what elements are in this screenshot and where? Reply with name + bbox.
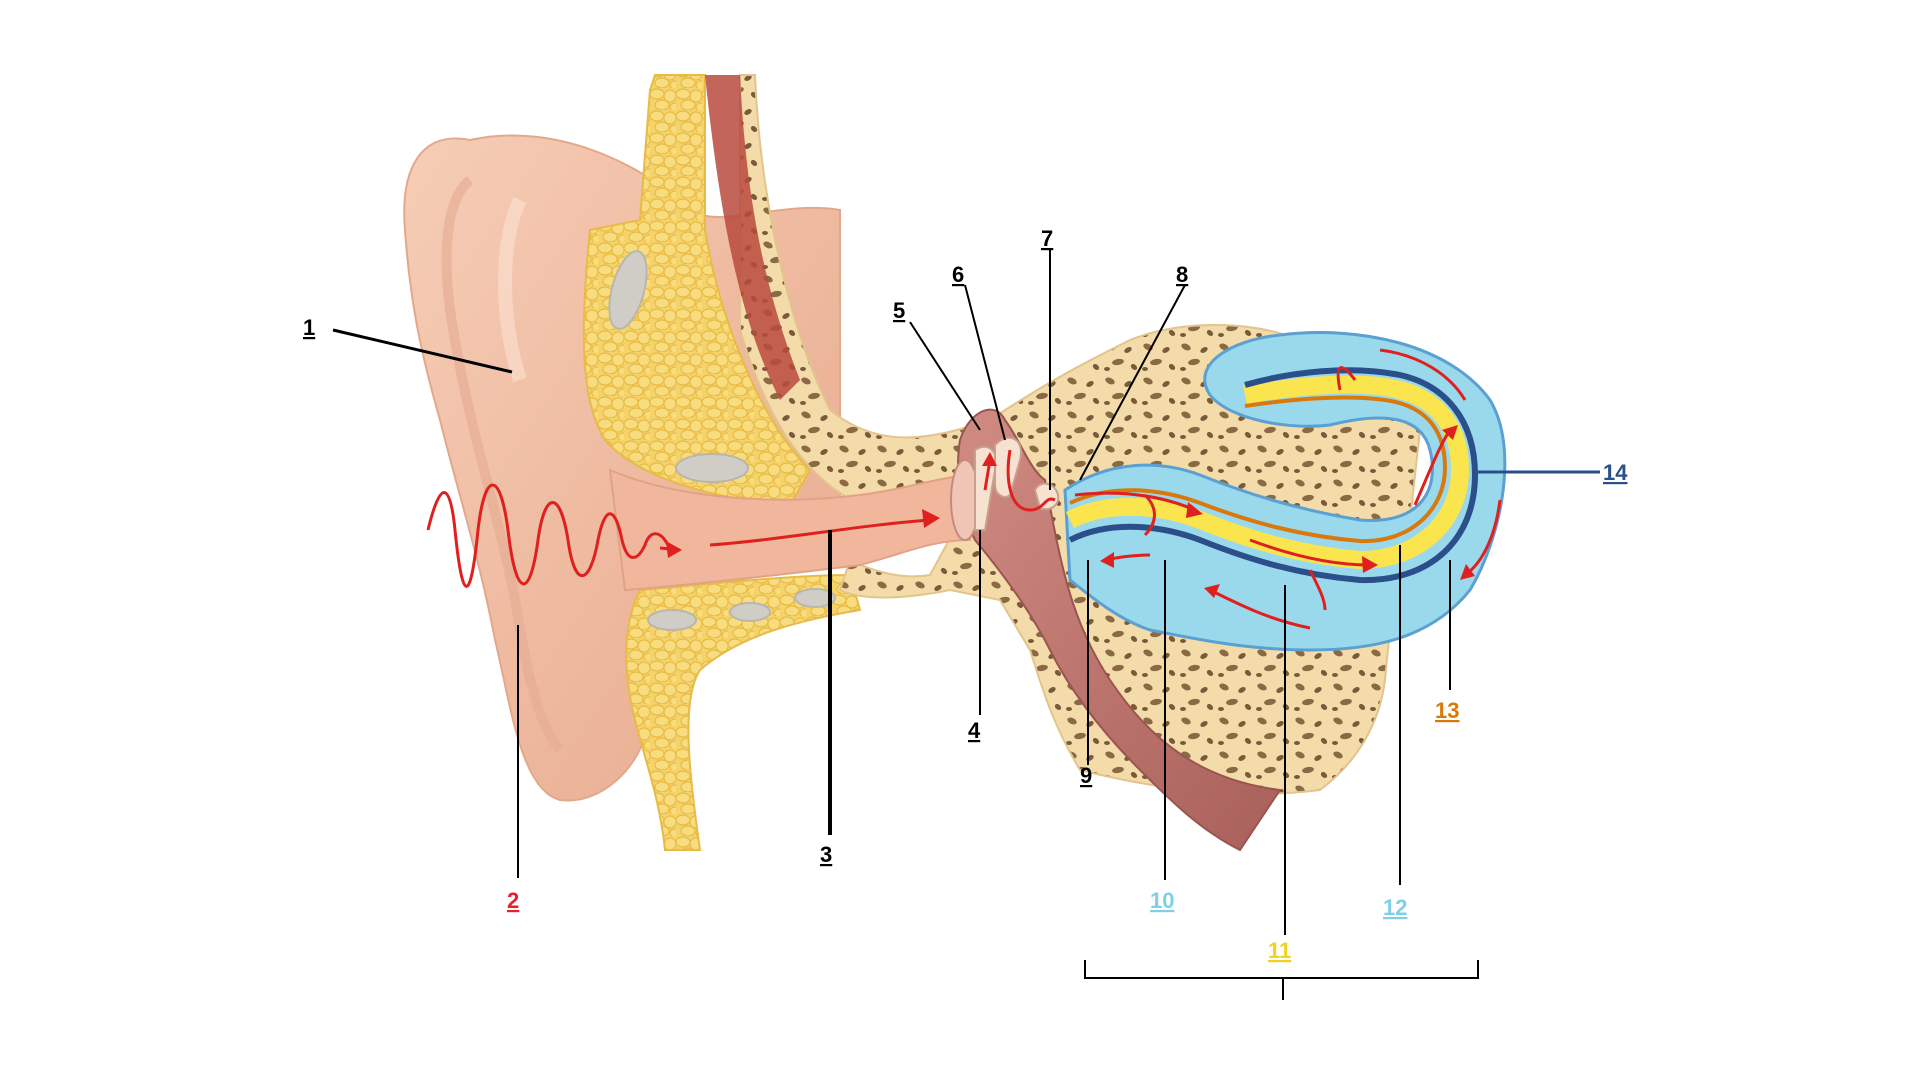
arrow-wave-head bbox=[666, 541, 682, 558]
label-4: 4 bbox=[968, 718, 981, 743]
arrow-cochlea-5-head bbox=[1442, 425, 1458, 440]
basilar-membrane bbox=[1068, 367, 1479, 584]
arrow-cochlea-8-head bbox=[1460, 564, 1475, 580]
label-13: 13 bbox=[1435, 698, 1459, 723]
arrow-cochlea-2-head bbox=[1362, 556, 1378, 573]
pinna-highlight bbox=[498, 196, 527, 383]
arrow-canal bbox=[709, 518, 931, 547]
cochlea-outer bbox=[1063, 331, 1507, 652]
label-3: 3 bbox=[820, 842, 832, 867]
cartilage-3 bbox=[647, 609, 697, 631]
arrow-cochlea-1 bbox=[1074, 491, 1196, 512]
fat-lower bbox=[625, 573, 862, 851]
cartilage-5 bbox=[794, 588, 836, 608]
label-12: 12 bbox=[1383, 895, 1407, 920]
label-10: 10 bbox=[1150, 888, 1174, 913]
label-7: 7 bbox=[1041, 226, 1053, 251]
arrow-cochlea-2 bbox=[1249, 538, 1371, 567]
sound-wave bbox=[426, 483, 670, 588]
leader-5 bbox=[909, 321, 981, 431]
leader-1 bbox=[332, 328, 513, 374]
label-2: 2 bbox=[507, 888, 519, 913]
arrow-canal-head bbox=[922, 509, 940, 528]
leader-8 bbox=[1079, 284, 1186, 481]
label-9: 9 bbox=[1080, 763, 1092, 788]
arrow-ossicle-up-head bbox=[982, 452, 997, 466]
arrow-ossicle-loop bbox=[1006, 449, 1056, 512]
arrow-cochlea-back-head bbox=[1100, 552, 1114, 568]
outer-ear bbox=[403, 134, 841, 802]
bone-top-strip bbox=[705, 75, 800, 400]
label-6: 6 bbox=[952, 262, 964, 287]
stapes bbox=[1033, 482, 1060, 511]
bracket-line bbox=[1084, 960, 1479, 979]
leader-6 bbox=[964, 284, 1006, 441]
label-1: 1 bbox=[303, 315, 315, 340]
sound-wave-arrows bbox=[426, 348, 1502, 630]
label-14: 14 bbox=[1603, 460, 1628, 485]
arrow-cochlea-down bbox=[1143, 493, 1156, 537]
cochlea-bracket bbox=[1084, 960, 1479, 1000]
pinna-fold bbox=[441, 176, 564, 754]
fat-upper bbox=[582, 74, 812, 507]
arrow-cochlea-4 bbox=[1209, 588, 1311, 630]
cartilage-4 bbox=[729, 602, 771, 622]
cartilage-2 bbox=[675, 453, 749, 483]
arrow-cochlea-1-head bbox=[1186, 502, 1203, 518]
tympanic-cavity bbox=[957, 408, 1282, 852]
arrow-cochlea-3 bbox=[1308, 569, 1327, 611]
pinna bbox=[403, 134, 841, 802]
arrow-cochlea-4-head bbox=[1204, 584, 1220, 598]
cartilage-1 bbox=[608, 250, 648, 330]
arrow-cochlea-6 bbox=[1379, 348, 1467, 401]
leader-lines bbox=[332, 250, 1600, 935]
temporal-bone bbox=[705, 74, 1422, 795]
label-11: 11 bbox=[1268, 938, 1291, 963]
fat-tissue bbox=[582, 74, 862, 851]
arrow-cochlea-7 bbox=[1336, 366, 1357, 391]
labels: 1 2 3 4 5 6 7 8 9 10 11 12 13 14 bbox=[303, 226, 1628, 963]
reissner-membrane bbox=[1069, 395, 1448, 544]
label-8: 8 bbox=[1176, 262, 1188, 287]
arrow-cochlea-5 bbox=[1413, 429, 1452, 506]
label-5: 5 bbox=[893, 298, 905, 323]
